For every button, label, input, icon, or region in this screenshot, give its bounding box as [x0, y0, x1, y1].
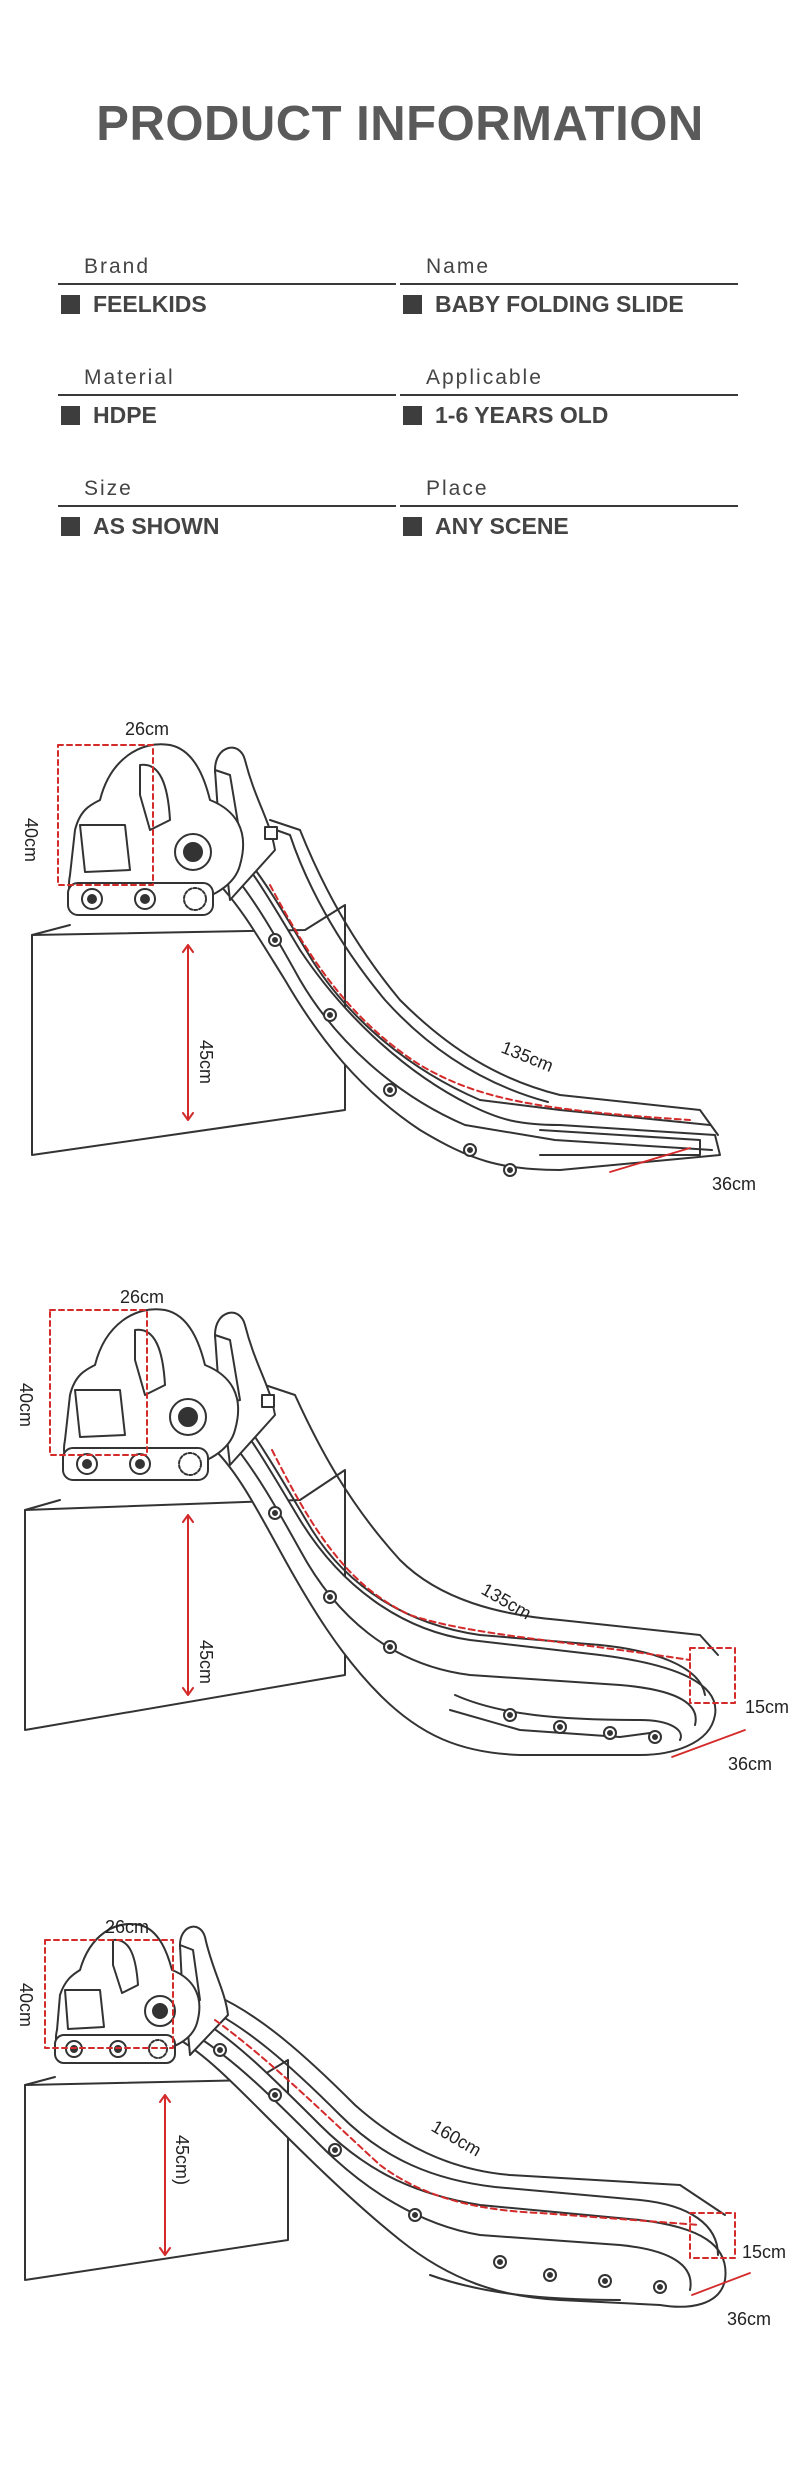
spec-place: Place ANY SCENE — [400, 477, 738, 540]
spec-value: ANY SCENE — [435, 513, 569, 539]
divider — [58, 394, 396, 396]
dim-height-label: 40cm — [16, 1383, 36, 1427]
divider — [58, 283, 396, 285]
dim-slide-width-label: 36cm — [727, 2309, 771, 2325]
dimension-lines — [44, 1939, 751, 2296]
slide-head — [67, 743, 278, 916]
divider — [400, 505, 738, 507]
square-bullet-icon — [61, 406, 80, 425]
slide-diagram-2: 26cm 40cm 45cm 135cm 15cm 36cm — [16, 1287, 789, 1774]
dim-width-label: 26cm — [120, 1287, 164, 1307]
spec-label: Brand — [84, 255, 151, 278]
spec-size: Size AS SHOWN — [58, 477, 396, 540]
spec-value: BABY FOLDING SLIDE — [435, 291, 684, 317]
slide-diagram-3: 26cm 40cm 45cm) 160cm 15cm 36cm — [16, 1917, 786, 2325]
slide-diagram-1: 26cm 40cm 45cm 135cm 36cm — [21, 719, 756, 1194]
divider — [58, 505, 396, 507]
dim-lip-label: 15cm — [745, 1697, 789, 1717]
step-block — [24, 2059, 289, 2281]
dim-slide-width-label: 36cm — [712, 1174, 756, 1194]
spec-label: Place — [426, 477, 489, 500]
spec-value: HDPE — [93, 402, 157, 428]
spec-brand: Brand FEELKIDS — [58, 255, 396, 318]
spec-value: 1-6 YEARS OLD — [435, 402, 609, 428]
dim-length-label: 135cm — [499, 1037, 557, 1076]
bolts — [268, 1506, 662, 1744]
spec-label: Name — [426, 255, 491, 278]
square-bullet-icon — [403, 295, 422, 314]
bolts — [213, 2043, 667, 2294]
spec-label: Material — [84, 366, 175, 389]
bolts — [268, 933, 517, 1177]
square-bullet-icon — [61, 295, 80, 314]
spec-applicable: Applicable 1-6 YEARS OLD — [400, 366, 738, 429]
spec-label: Applicable — [426, 366, 543, 389]
page-title: PRODUCT INFORMATION — [96, 97, 704, 151]
square-bullet-icon — [403, 406, 422, 425]
dim-width-label: 26cm — [125, 719, 169, 739]
spec-value: AS SHOWN — [93, 513, 220, 539]
dim-lip-label: 15cm — [742, 2242, 786, 2262]
square-bullet-icon — [403, 517, 422, 536]
divider — [400, 283, 738, 285]
slide-body — [214, 1384, 719, 1756]
slide-head — [62, 1308, 276, 1481]
dim-step-label: 45cm) — [172, 2135, 192, 2185]
dim-width-label: 26cm — [105, 1917, 149, 1937]
spec-label: Size — [84, 477, 133, 500]
divider — [400, 394, 738, 396]
dim-height-label: 40cm — [21, 818, 41, 862]
slide-head — [54, 1923, 229, 2064]
dim-slide-width-label: 36cm — [728, 1754, 772, 1774]
spec-value: FEELKIDS — [93, 291, 207, 317]
dim-height-label: 40cm — [16, 1983, 36, 2027]
spec-material: Material HDPE — [58, 366, 396, 429]
dim-step-label: 45cm — [196, 1040, 216, 1084]
dim-length-label: 160cm — [428, 2116, 485, 2160]
dimension-lines — [49, 1309, 746, 1758]
dimension-lines — [57, 744, 691, 1173]
spec-name: Name BABY FOLDING SLIDE — [400, 255, 738, 318]
slide-body — [214, 819, 721, 1171]
square-bullet-icon — [61, 517, 80, 536]
slide-body — [179, 1994, 727, 2308]
dim-length-label: 135cm — [478, 1579, 535, 1623]
dim-step-label: 45cm — [196, 1640, 216, 1684]
